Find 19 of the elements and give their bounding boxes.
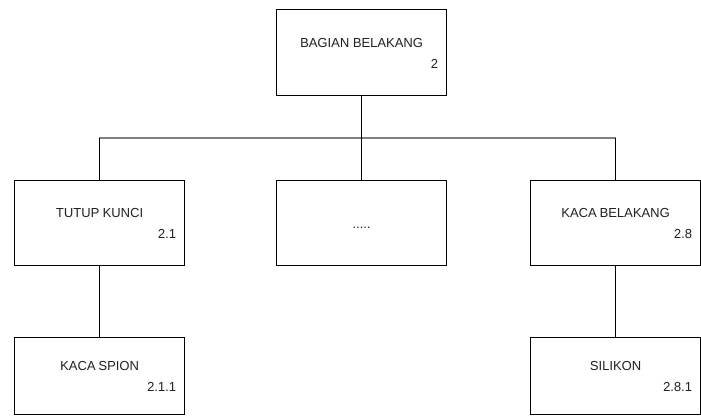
box-title: TUTUP KUNCI bbox=[56, 205, 144, 220]
process-box bbox=[276, 180, 447, 266]
process-box bbox=[14, 337, 185, 415]
box-number: 2.8.1 bbox=[663, 379, 693, 394]
connector-line bbox=[615, 266, 616, 338]
box-number: 2.1 bbox=[158, 226, 177, 241]
box-number: 2 bbox=[430, 56, 439, 70]
box-number: 2.1.1 bbox=[147, 379, 177, 394]
box-number: 2.8 bbox=[674, 226, 693, 241]
process-box bbox=[530, 180, 701, 266]
box-title: ..... bbox=[352, 216, 371, 230]
process-box bbox=[14, 180, 185, 266]
process-box bbox=[276, 9, 447, 96]
connector-line bbox=[99, 266, 100, 338]
box-title: KACA BELAKANG bbox=[561, 205, 670, 220]
box-title: BAGIAN BELAKANG bbox=[300, 34, 423, 50]
box-title: KACA SPION bbox=[60, 358, 139, 373]
box-title: SILIKON bbox=[590, 358, 642, 373]
process-box bbox=[530, 337, 701, 415]
